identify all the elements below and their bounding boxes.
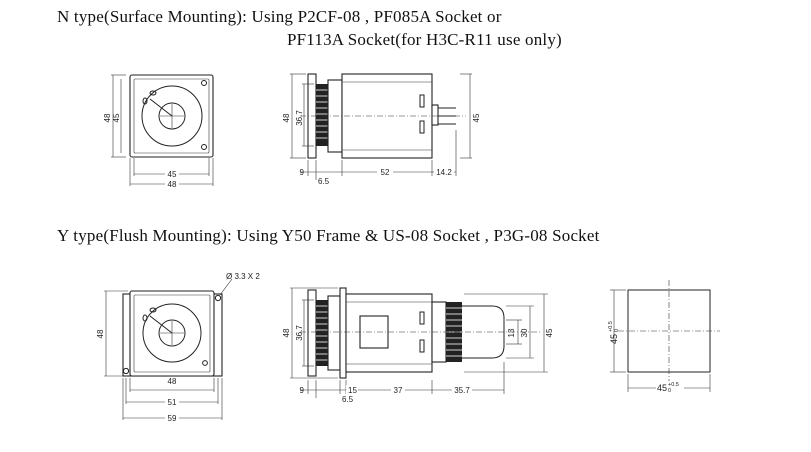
n-side-dim-48-vert: 48 [282, 113, 291, 122]
n-side-dim-45-vert: 45 [472, 113, 481, 122]
cutout-dim-45-horiz: 45 [657, 383, 667, 393]
y-side-dim-48: 48 [282, 328, 291, 337]
y-front-hole-note: Ø 3.3 X 2 [226, 272, 260, 281]
cutout-dim-horiz-tol: +0.5 [668, 382, 679, 388]
n-side-dim-14-2: 14.2 [436, 168, 452, 177]
y-side-dim-13: 13 [507, 328, 516, 337]
n-front-dim-48-horiz: 48 [168, 180, 177, 189]
cutout-dim-vert-tol-zero: 0 [614, 329, 620, 332]
y-side-dim-6-5: 6.5 [342, 395, 354, 404]
n-side-dim-36-7: 36.7 [295, 110, 304, 126]
n-front-dim-45-horiz: 45 [168, 170, 177, 179]
n-front-dim-48-vert: 48 [103, 113, 112, 122]
y-side-dim-37: 37 [394, 386, 403, 395]
cutout-height-label: 45 +0.5 0 [608, 321, 620, 344]
n-type-heading-line1: N type(Surface Mounting): Using P2CF-08 … [57, 7, 502, 26]
y-side-dim-36-7: 36.7 [295, 325, 304, 341]
cutout-dim-vert-tol: +0.5 [608, 321, 614, 332]
cutout-dim-45-vert: 45 [609, 334, 619, 344]
y-front-dim-51: 51 [168, 398, 177, 407]
n-side-dim-52: 52 [381, 168, 390, 177]
n-type-heading-line2: PF113A Socket(for H3C-R11 use only) [287, 30, 562, 49]
y-side-dim-30: 30 [520, 328, 529, 337]
y-type-heading: Y type(Flush Mounting): Using Y50 Frame … [57, 226, 600, 245]
n-type-front-view: 48 45 45 48 [103, 74, 214, 189]
y-front-dim-48-vert: 48 [96, 329, 105, 338]
y-side-dim-9: 9 [300, 386, 305, 395]
n-front-dim-45-vert: 45 [112, 113, 121, 122]
y-type-front-view: Ø 3.3 X 2 48 48 51 59 [96, 272, 260, 423]
n-type-side-view: 48 36.7 45 9 6.5 52 14.2 [282, 73, 481, 186]
y-type-panel-cutout: 45 +0.5 0 45 +0.5 0 [608, 280, 720, 394]
n-side-dim-6-5: 6.5 [318, 177, 330, 186]
y-front-dim-59: 59 [168, 414, 177, 423]
y-side-dim-35-7: 35.7 [454, 386, 470, 395]
y-side-dim-15: 15 [348, 386, 357, 395]
y-side-dim-45: 45 [545, 328, 554, 337]
y-front-dim-48-horiz: 48 [168, 377, 177, 386]
n-side-dim-9: 9 [300, 168, 305, 177]
cutout-dim-horiz-tol-zero: 0 [668, 388, 671, 394]
y-type-side-view: 48 36.7 13 30 45 9 15 6.5 37 35.7 [282, 287, 554, 404]
